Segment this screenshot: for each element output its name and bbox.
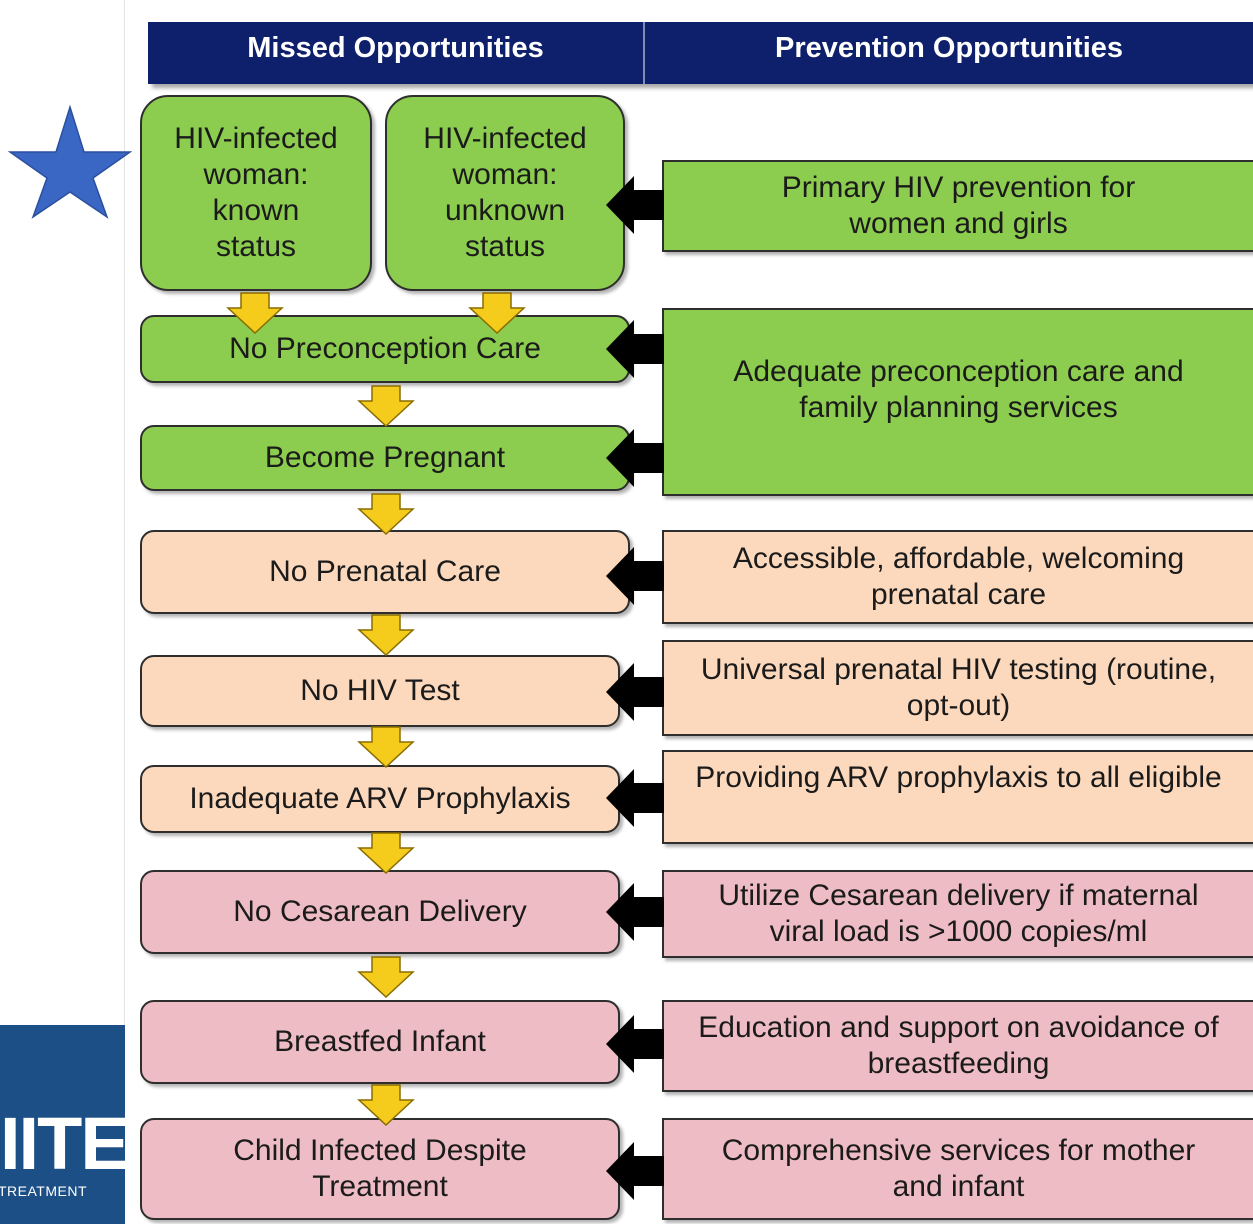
prevention-primary-hiv-label: Primary HIV prevention for women and gir…	[781, 171, 1136, 240]
missed-unknown-status: HIV-infected woman: unknown status	[385, 95, 625, 291]
missed-become-pregnant-label: Become Pregnant	[264, 441, 506, 474]
prevention-breastfeeding: Education and support on avoidance of br…	[662, 1000, 1253, 1092]
arrow-left-icon	[606, 1142, 664, 1200]
missed-no-preconception-care: No Preconception Care	[140, 315, 630, 383]
missed-opportunities-heading: Missed Opportunities	[247, 32, 544, 64]
arrow-left-icon	[606, 320, 664, 378]
prevention-arv: Providing ARV prophylaxis to all eligibl…	[662, 750, 1253, 844]
logo: IITE TREATMENT	[0, 1025, 125, 1224]
missed-become-pregnant: Become Pregnant	[140, 425, 630, 491]
logo-subtext: TREATMENT	[0, 1183, 88, 1199]
prevention-preconception: Adequate preconception care and family p…	[662, 308, 1253, 496]
missed-no-hiv-test: No HIV Test	[140, 655, 620, 727]
prevention-hiv-testing-label: Universal prenatal HIV testing (routine,…	[700, 653, 1217, 722]
arrow-left-icon	[606, 769, 664, 827]
arrow-left-icon	[606, 547, 664, 605]
arrow-down-icon	[357, 1084, 415, 1126]
prevention-breastfeeding-label: Education and support on avoidance of br…	[698, 1011, 1219, 1080]
missed-breastfed-infant: Breastfed Infant	[140, 1000, 620, 1084]
prevention-arv-label: Providing ARV prophylaxis to all eligibl…	[695, 761, 1222, 794]
prevention-prenatal-care-label: Accessible, affordable, welcoming prenat…	[732, 542, 1185, 611]
prevention-comprehensive-label: Comprehensive services for mother and in…	[721, 1134, 1196, 1203]
arrow-down-icon	[226, 292, 284, 334]
arrow-left-icon	[606, 176, 664, 234]
arrow-down-icon	[357, 726, 415, 768]
missed-breastfed-infant-label: Breastfed Infant	[274, 1025, 486, 1058]
missed-unknown-status-label: HIV-infected woman: unknown status	[423, 122, 587, 263]
missed-known-status: HIV-infected woman: known status	[140, 95, 372, 291]
missed-inadequate-arv-label: Inadequate ARV Prophylaxis	[189, 782, 571, 815]
left-sidebar	[0, 0, 125, 1224]
arrow-down-icon	[357, 832, 415, 874]
missed-known-status-label: HIV-infected woman: known status	[174, 122, 338, 263]
arrow-down-icon	[357, 385, 415, 427]
header-divider	[643, 22, 645, 84]
arrow-down-icon	[468, 292, 526, 334]
prevention-cesarean: Utilize Cesarean delivery if maternal vi…	[662, 870, 1253, 958]
missed-no-cesarean: No Cesarean Delivery	[140, 870, 620, 954]
arrow-down-icon	[357, 493, 415, 535]
arrow-down-icon	[357, 956, 415, 998]
prevention-cesarean-label: Utilize Cesarean delivery if maternal vi…	[718, 879, 1199, 948]
arrow-left-icon	[606, 429, 664, 487]
prevention-opportunities-heading: Prevention Opportunities	[774, 32, 1124, 64]
prevention-hiv-testing: Universal prenatal HIV testing (routine,…	[662, 640, 1253, 736]
missed-child-infected: Child Infected Despite Treatment	[140, 1118, 620, 1220]
arrow-left-icon	[606, 663, 664, 721]
prevention-primary-hiv: Primary HIV prevention for women and gir…	[662, 160, 1253, 252]
missed-no-prenatal-care-label: No Prenatal Care	[269, 555, 501, 588]
table-header: Missed Opportunities Prevention Opportun…	[148, 22, 1253, 84]
missed-inadequate-arv: Inadequate ARV Prophylaxis	[140, 765, 620, 833]
missed-no-preconception-care-label: No Preconception Care	[229, 332, 541, 365]
star-icon	[8, 104, 132, 219]
prevention-prenatal-care: Accessible, affordable, welcoming prenat…	[662, 530, 1253, 624]
arrow-left-icon	[606, 1015, 664, 1073]
missed-no-hiv-test-label: No HIV Test	[300, 674, 460, 707]
missed-no-prenatal-care: No Prenatal Care	[140, 530, 630, 614]
arrow-left-icon	[606, 883, 664, 941]
prevention-preconception-label: Adequate preconception care and family p…	[733, 355, 1184, 424]
arrow-down-icon	[357, 614, 415, 656]
missed-child-infected-label: Child Infected Despite Treatment	[233, 1134, 527, 1203]
prevention-comprehensive: Comprehensive services for mother and in…	[662, 1118, 1253, 1220]
missed-no-cesarean-label: No Cesarean Delivery	[233, 895, 527, 928]
logo-text: IITE	[0, 1102, 125, 1185]
